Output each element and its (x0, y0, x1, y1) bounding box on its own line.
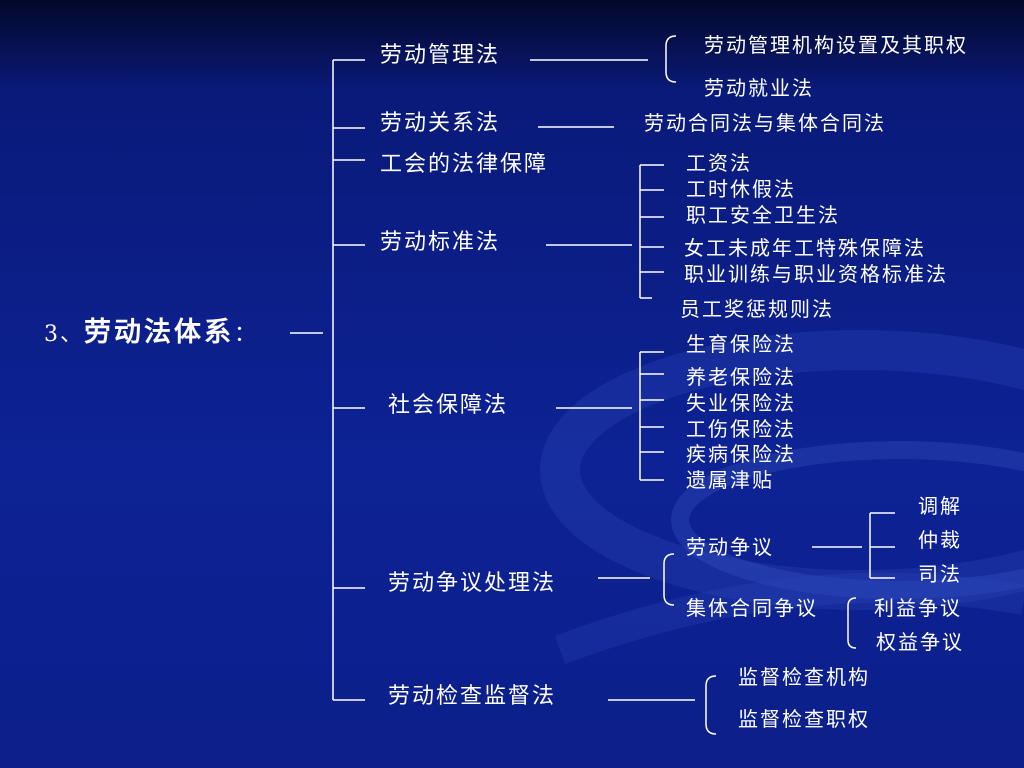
sub-branch-label: 集体合同争议 (686, 596, 818, 620)
leaf-label: 劳动合同法与集体合同法 (644, 111, 886, 135)
branch-label: 劳动检查监督法 (388, 684, 557, 709)
branch-label: 劳动标准法 (380, 230, 501, 255)
branch-label: 劳动关系法 (380, 111, 501, 136)
leaf-label: 生育保险法 (686, 332, 796, 356)
sub-branch-label: 劳动争议 (686, 535, 774, 559)
leaf-label: 遗属津贴 (686, 468, 774, 492)
leaf-label: 失业保险法 (686, 391, 796, 415)
branch-label: 劳动管理法 (380, 43, 501, 68)
leaf-label: 仲裁 (918, 528, 962, 552)
brace (705, 675, 717, 735)
root-colon: ： (234, 322, 259, 347)
leaf-label: 员工奖惩规则法 (680, 297, 834, 321)
leaf-label: 监督检查机构 (738, 665, 870, 689)
branch-label: 社会保障法 (388, 393, 509, 418)
root-title: 劳动法体系 (84, 317, 234, 348)
brace (663, 553, 675, 606)
leaf-label: 工伤保险法 (686, 417, 796, 441)
leaf-label: 工时休假法 (686, 177, 796, 201)
branch-label: 劳动争议处理法 (388, 571, 557, 596)
leaf-label: 权益争议 (876, 630, 964, 654)
leaf-label: 利益争议 (874, 596, 962, 620)
leaf-label: 职工安全卫生法 (686, 203, 840, 227)
leaf-label: 监督检查职权 (738, 707, 870, 731)
leaf-label: 职业训练与职业资格标准法 (684, 262, 948, 286)
root-node: 3、劳动法体系： (44, 319, 258, 346)
leaf-label: 劳动就业法 (704, 76, 814, 100)
branch-label: 工会的法律保障 (380, 152, 549, 177)
leaf-label: 疾病保险法 (686, 442, 796, 466)
leaf-label: 养老保险法 (686, 365, 796, 389)
leaf-label: 司法 (918, 562, 962, 586)
leaf-label: 女工未成年工特殊保障法 (684, 236, 926, 260)
brace (847, 597, 857, 649)
leaf-label: 调解 (918, 494, 962, 518)
root-number: 3、 (44, 322, 84, 347)
leaf-label: 劳动管理机构设置及其职权 (704, 33, 968, 57)
brace (665, 35, 677, 83)
leaf-label: 工资法 (686, 151, 752, 175)
